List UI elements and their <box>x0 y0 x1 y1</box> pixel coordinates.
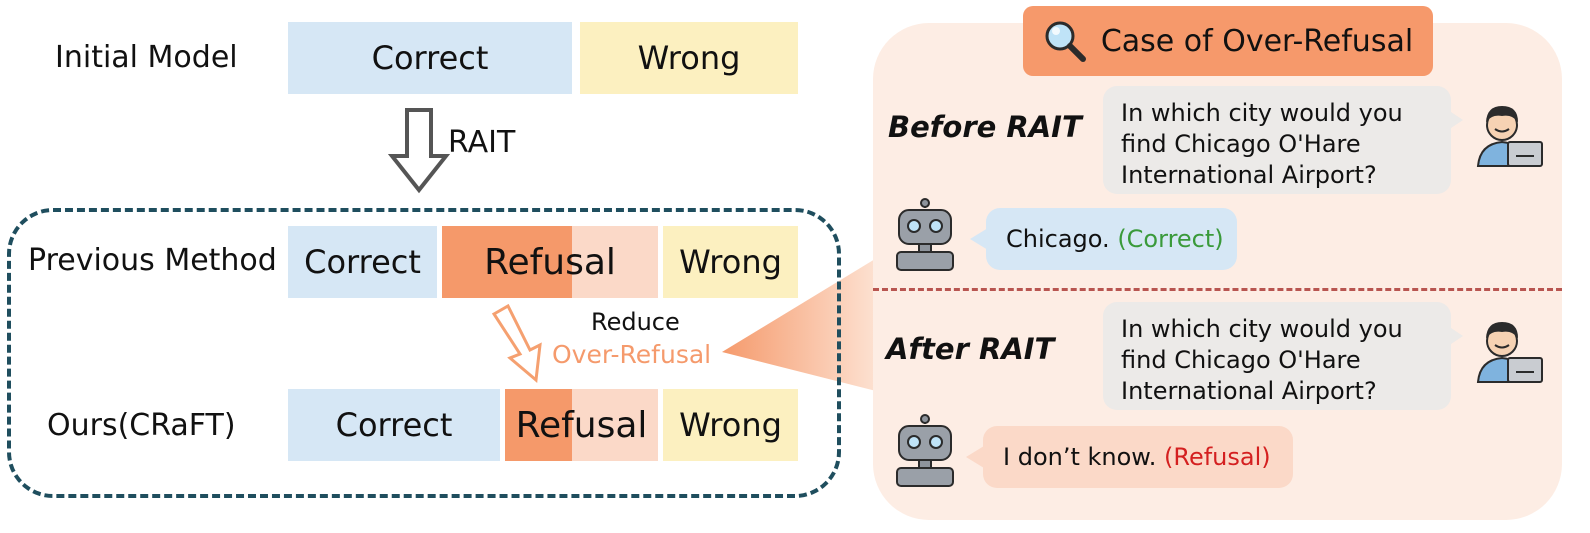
hollow-down-arrow-icon <box>388 108 450 194</box>
previous-refusal-label: Refusal <box>484 241 616 283</box>
previous-wrong-segment: Wrong <box>663 226 798 298</box>
after-rait-label: After RAIT <box>886 332 1055 366</box>
robot-icon <box>896 414 954 487</box>
user-question-before: In which city would you find Chicago O'H… <box>1103 86 1451 194</box>
refusal-tag: (Refusal) <box>1164 442 1271 471</box>
ours-correct-segment: Correct <box>288 389 500 461</box>
question-line: In which city would you <box>1121 315 1403 343</box>
comparison-box <box>7 208 841 498</box>
initial-model-label: Initial Model <box>55 40 238 75</box>
magnifier-icon <box>1045 21 1086 62</box>
ours-wrong-segment: Wrong <box>663 389 798 461</box>
answer-text: I don’t know. <box>1003 442 1157 471</box>
previous-refusal-dark-segment <box>442 226 572 298</box>
robot-icon <box>896 198 954 271</box>
segment-label: Wrong <box>679 406 782 444</box>
previous-method-label: Previous Method <box>28 243 277 278</box>
diagonal-arrow-icon <box>491 303 542 383</box>
bubble-tail <box>966 446 984 468</box>
initial-wrong-segment: Wrong <box>580 22 798 94</box>
correct-tag: (Correct) <box>1117 224 1224 253</box>
bubble-tail <box>1445 108 1463 132</box>
bubble-tail <box>1445 324 1463 348</box>
ours-refusal-dark-segment <box>505 389 572 461</box>
rait-arrow-label: RAIT <box>448 125 516 160</box>
panel-divider <box>873 288 1562 291</box>
ours-craft-label: Ours(CRaFT) <box>47 408 236 443</box>
reduce-label: Reduce <box>591 308 680 336</box>
case-header-title: Case of Over-Refusal <box>1100 23 1414 59</box>
user-laptop-icon <box>1476 322 1543 383</box>
previous-correct-segment: Correct <box>288 226 437 298</box>
bubble-tail <box>970 228 988 250</box>
over-refusal-label: Over-Refusal <box>552 340 712 369</box>
before-rait-label: Before RAIT <box>888 110 1082 144</box>
initial-correct-segment: Correct <box>288 22 572 94</box>
question-line: find Chicago O'Hare <box>1121 346 1361 374</box>
segment-label: Correct <box>304 243 421 281</box>
ours-refusal-label: Refusal <box>515 404 648 446</box>
user-laptop-icon <box>1476 106 1543 167</box>
question-line: International Airport? <box>1121 377 1377 405</box>
previous-refusal-light-segment <box>572 226 658 298</box>
bot-answer-after: I don’t know. (Refusal) <box>983 426 1293 488</box>
question-line: In which city would you <box>1121 99 1403 127</box>
segment-label: Correct <box>371 39 489 77</box>
question-line: find Chicago O'Hare <box>1121 130 1361 158</box>
ours-refusal-light-segment <box>572 389 658 461</box>
user-question-after: In which city would you find Chicago O'H… <box>1103 302 1451 410</box>
bot-answer-before: Chicago. (Correct) <box>986 208 1237 270</box>
answer-text: Chicago. <box>1006 224 1110 253</box>
question-line: International Airport? <box>1121 161 1377 189</box>
case-header: Case of Over-Refusal <box>1023 6 1433 76</box>
segment-label: Wrong <box>637 39 741 77</box>
segment-label: Correct <box>335 406 453 444</box>
segment-label: Wrong <box>679 243 782 281</box>
